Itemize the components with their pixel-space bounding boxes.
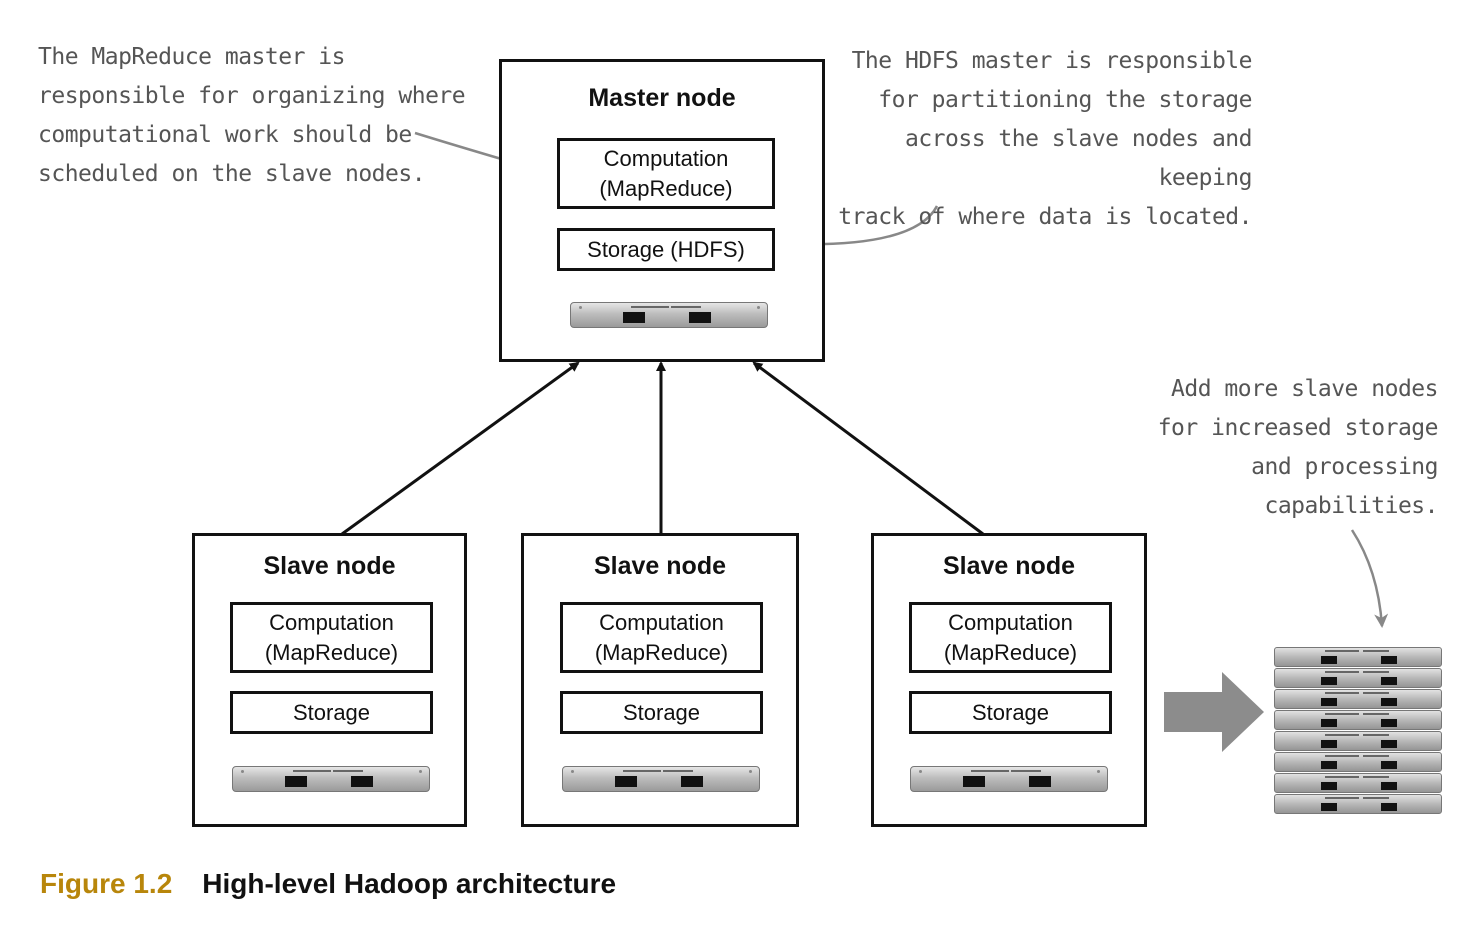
master-computation-box: Computation (MapReduce) <box>557 138 775 209</box>
slave-node: Slave node Computation (MapReduce) Stora… <box>871 533 1147 827</box>
master-node: Master node Computation (MapReduce) Stor… <box>499 59 825 362</box>
master-node-title: Master node <box>588 84 736 112</box>
slave-node-title: Slave node <box>263 552 396 580</box>
server-icon <box>570 302 768 328</box>
rack-unit-icon <box>1274 794 1442 814</box>
arrow-slave1-to-master <box>341 361 580 536</box>
arrow-scale-note <box>1350 529 1389 628</box>
server-icon <box>910 766 1108 792</box>
figure-title: High-level Hadoop architecture <box>202 868 617 899</box>
rack-unit-icon <box>1274 689 1442 709</box>
master-storage-box: Storage (HDFS) <box>557 228 775 271</box>
rack-unit-icon <box>1274 668 1442 688</box>
figure-caption: Figure 1.2 High-level Hadoop architecture <box>40 868 616 900</box>
rack-unit-icon <box>1274 773 1442 793</box>
slave-computation-box: Computation (MapReduce) <box>560 602 763 673</box>
rack-unit-icon <box>1274 731 1442 751</box>
slave-node-title: Slave node <box>943 552 1075 580</box>
rack-unit-icon <box>1274 710 1442 730</box>
big-gray-arrow <box>1164 672 1264 752</box>
slave-node-title: Slave node <box>594 552 726 580</box>
scale-out-annotation: Add more slave nodes for increased stora… <box>1157 376 1439 519</box>
slave-storage-box: Storage <box>230 691 433 734</box>
mapreduce-master-annotation: The MapReduce master is responsible for … <box>38 44 466 187</box>
slave-computation-box: Computation (MapReduce) <box>230 602 433 673</box>
rack-unit-icon <box>1274 752 1442 772</box>
slave-computation-box: Computation (MapReduce) <box>909 602 1112 673</box>
arrow-slave3-to-master <box>752 361 984 536</box>
slave-node: Slave node Computation (MapReduce) Stora… <box>521 533 799 827</box>
server-icon <box>562 766 760 792</box>
slave-storage-box: Storage <box>560 691 763 734</box>
hdfs-master-annotation: The HDFS master is responsible for parti… <box>838 48 1252 230</box>
figure-number: Figure 1.2 <box>40 868 173 899</box>
slave-node: Slave node Computation (MapReduce) Stora… <box>192 533 467 827</box>
server-icon <box>232 766 430 792</box>
rack-unit-icon <box>1274 647 1442 667</box>
slave-storage-box: Storage <box>909 691 1112 734</box>
